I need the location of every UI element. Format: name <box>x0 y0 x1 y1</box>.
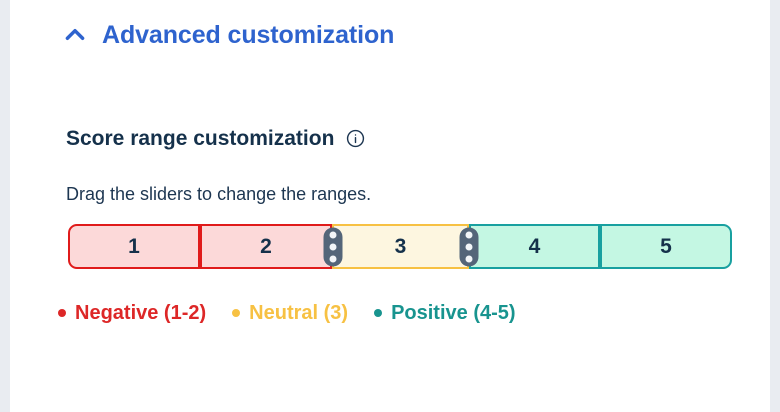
handle-grip-dot <box>465 231 473 238</box>
neutral-positive-handle[interactable] <box>459 227 479 266</box>
legend-label: Negative (1-2) <box>75 302 207 324</box>
legend-dot-icon <box>374 309 383 317</box>
section-title: Advanced customization <box>102 20 395 49</box>
handle-grip-dot <box>329 255 337 262</box>
legend-label: Neutral (3) <box>249 302 349 324</box>
range-segment-label: 1 <box>128 234 140 258</box>
range-segment-label: 5 <box>660 234 672 258</box>
legend-dot-icon <box>58 309 66 317</box>
negative-neutral-handle[interactable] <box>323 227 343 266</box>
legend-item-neutral: Neutral (3) <box>232 303 348 323</box>
handle-grip-dot <box>329 231 337 238</box>
score-range-title-row: Score range customization <box>66 128 365 149</box>
settings-card: Advanced customization Score range custo… <box>10 0 770 412</box>
range-segment-label: 4 <box>528 234 541 258</box>
range-segment-4[interactable]: 4 <box>469 224 600 269</box>
score-range-title: Score range customization <box>66 127 335 150</box>
handle-grip-dot <box>465 243 473 250</box>
handle-grip-dot <box>465 255 473 262</box>
legend-item-negative: Negative (1-2) <box>58 303 206 323</box>
chevron-up-icon[interactable] <box>62 22 88 48</box>
advanced-customization-header[interactable]: Advanced customization <box>62 22 394 48</box>
drag-sliders-helper-text: Drag the sliders to change the ranges. <box>66 184 372 204</box>
range-segment-label: 2 <box>260 234 272 258</box>
handle-grip-dot <box>329 243 337 250</box>
range-segment-5[interactable]: 5 <box>600 224 732 269</box>
legend-label: Positive (4-5) <box>391 302 516 324</box>
score-range-slider[interactable]: 1 2 3 4 5 <box>68 224 732 269</box>
range-segment-1[interactable]: 1 <box>68 224 200 269</box>
legend-item-positive: Positive (4-5) <box>374 302 516 324</box>
range-segment-2[interactable]: 2 <box>200 224 332 269</box>
range-segment-3[interactable]: 3 <box>332 224 469 269</box>
sentiment-legend: Negative (1-2) Neutral (3) Positive (4-5… <box>58 303 516 323</box>
range-segment-label: 3 <box>394 234 407 258</box>
info-icon[interactable] <box>346 129 365 148</box>
legend-dot-icon <box>232 309 241 317</box>
